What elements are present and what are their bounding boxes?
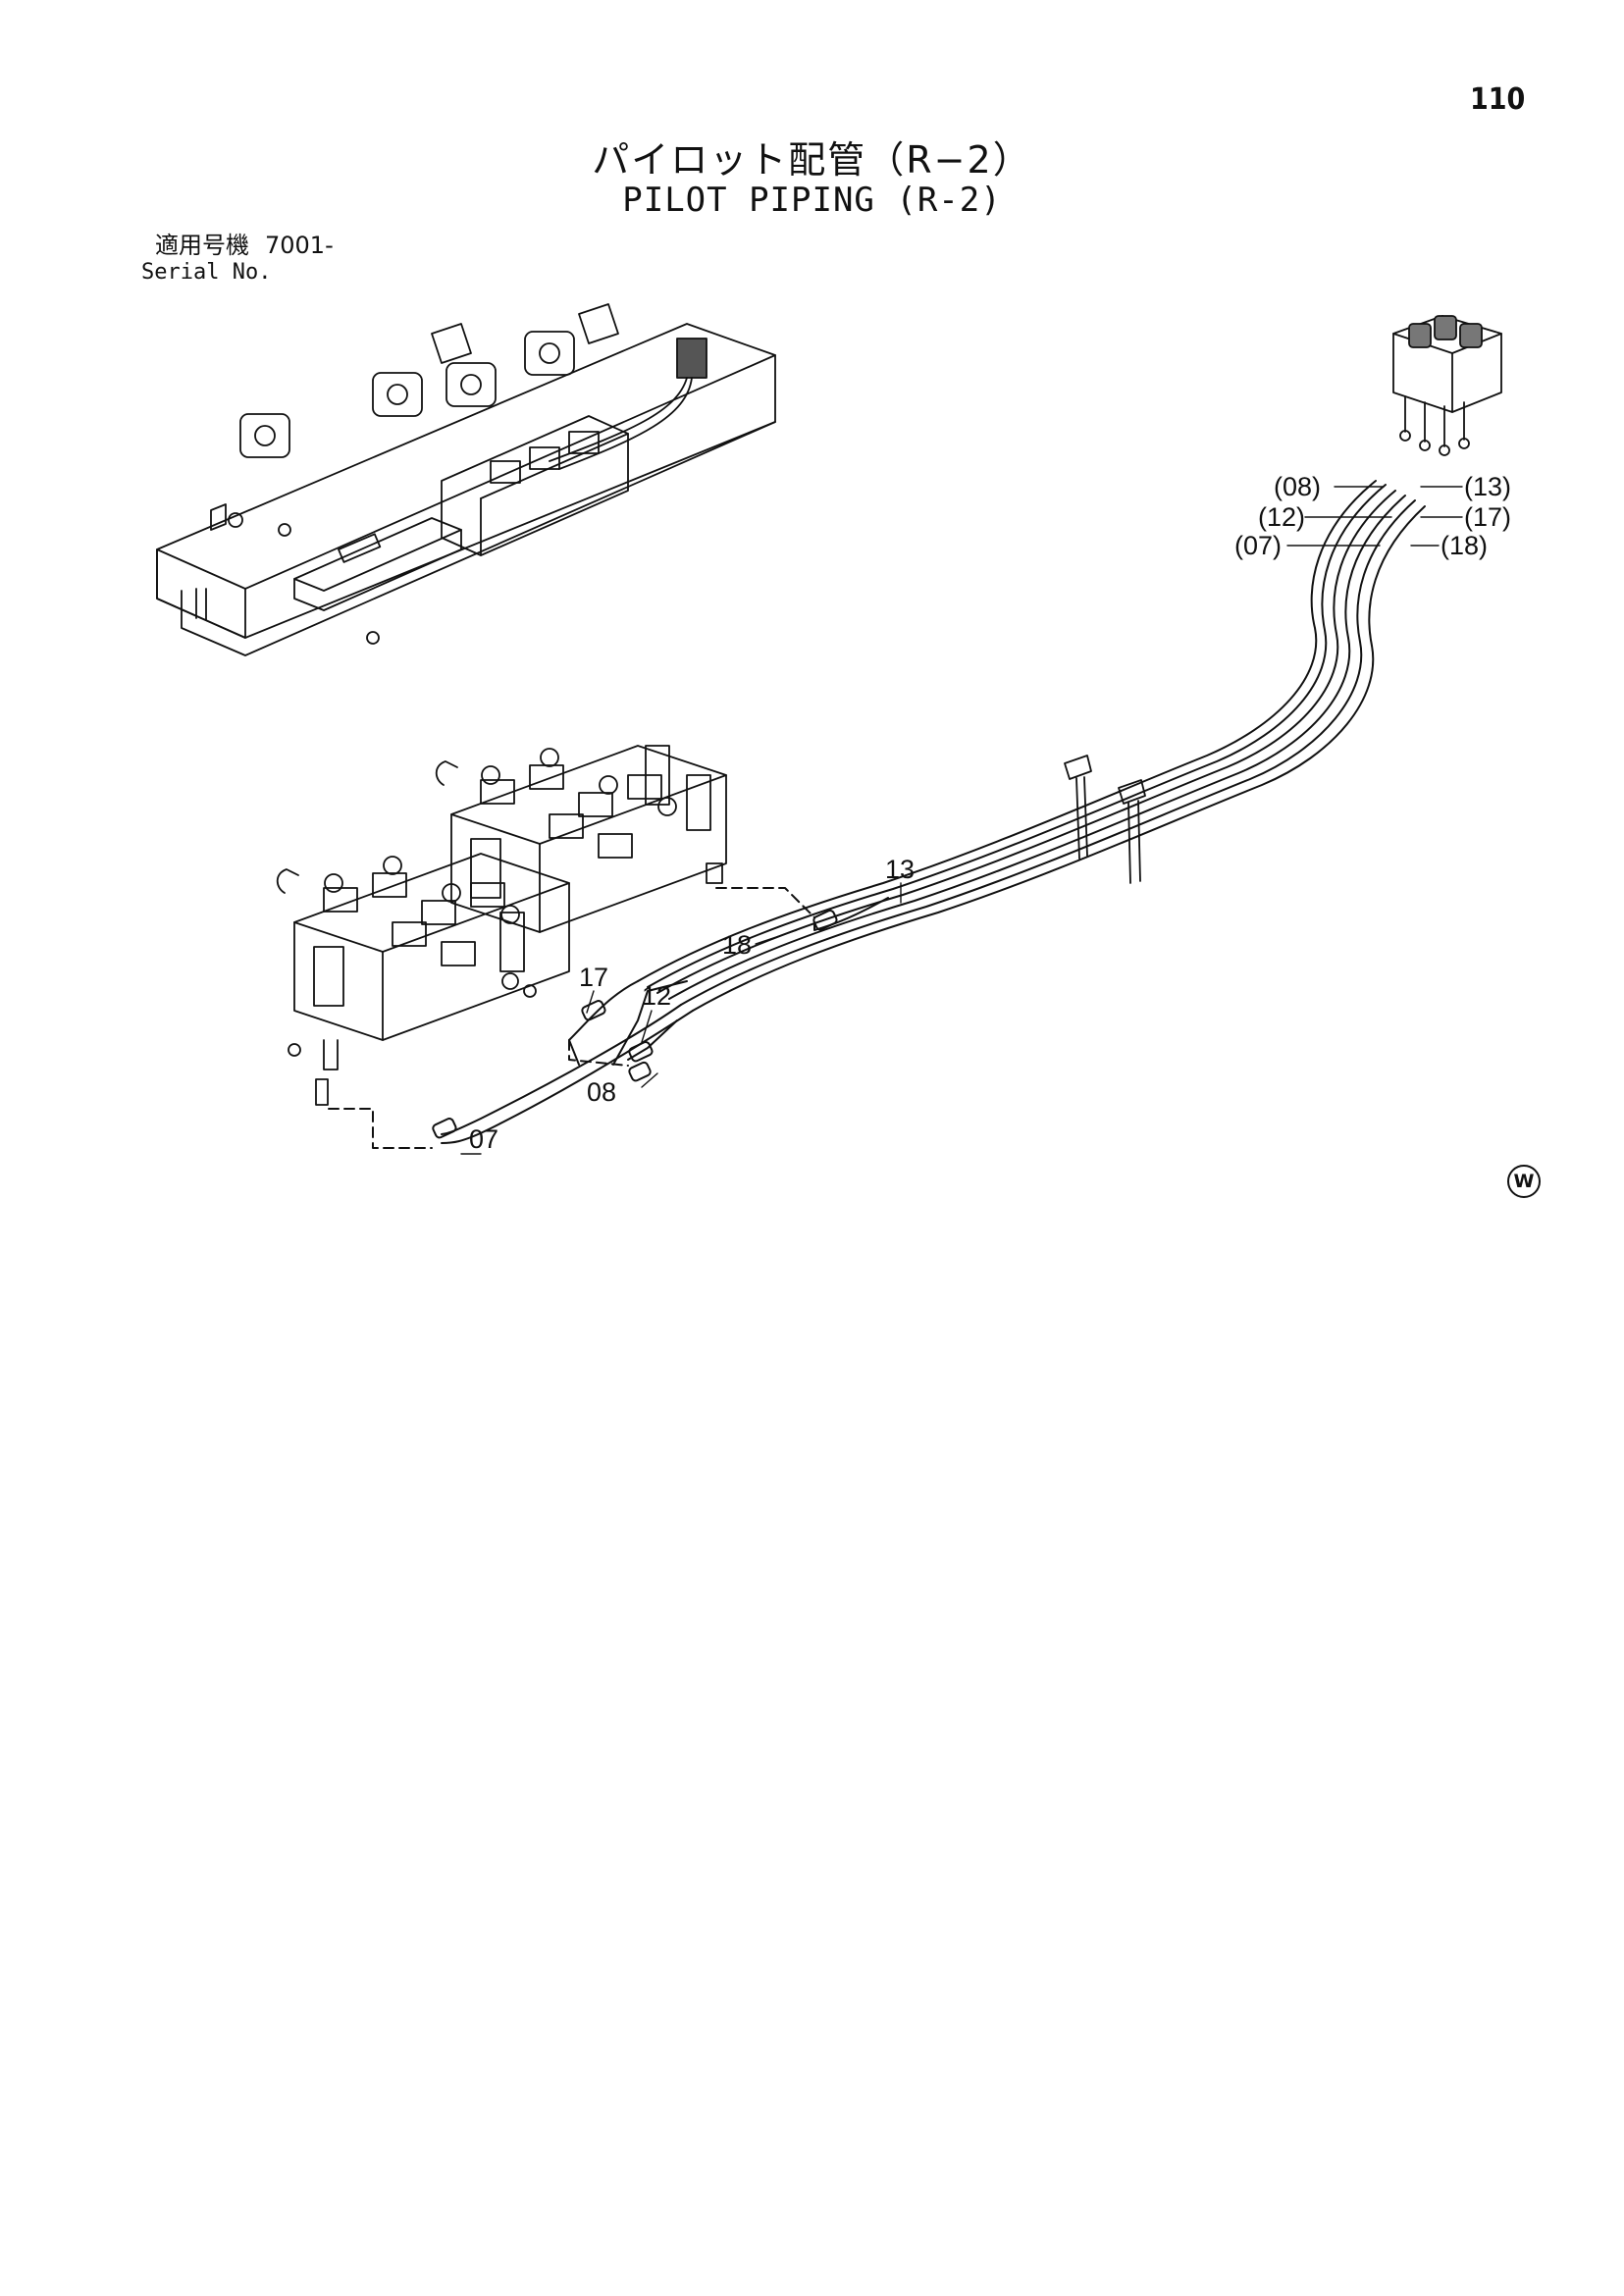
callout-07: 07 (469, 1124, 498, 1154)
callouts: (08) (12) (07) (13) (17) (18) 13 18 17 1… (469, 472, 1511, 1154)
frame-locator-view (156, 303, 776, 656)
callout-08: 08 (587, 1077, 616, 1107)
callout-13-paren: (13) (1464, 472, 1511, 501)
w-mark: W (1507, 1165, 1541, 1198)
callout-12: 12 (642, 981, 671, 1011)
control-valve-lower (276, 853, 570, 1106)
callout-07-paren: (07) (1234, 531, 1282, 560)
page-title-japanese: パイロット配管（R−2） (592, 138, 1032, 182)
callout-18: 18 (722, 930, 752, 960)
control-valve-upper (435, 745, 727, 933)
serial-label-english: Serial No. (141, 260, 272, 285)
callout-13: 13 (885, 855, 915, 884)
callout-17-paren: (17) (1464, 502, 1511, 532)
page-title-english: PILOT PIPING (R-2) (622, 181, 1002, 220)
page-number: 110 (1470, 82, 1526, 117)
pilot-valve (1392, 315, 1502, 456)
callout-18-paren: (18) (1441, 531, 1488, 560)
callout-17: 17 (579, 963, 608, 992)
hose-bundle (328, 480, 1426, 1149)
leader-lines (460, 486, 1463, 1155)
serial-label-japanese: 適用号機 (155, 232, 249, 259)
callout-08-paren: (08) (1274, 472, 1321, 501)
clamps (1064, 755, 1146, 884)
serial-block: 適用号機 7001- Serial No. (141, 232, 334, 287)
serial-value: 7001- (265, 232, 334, 259)
callout-12-paren: (12) (1258, 502, 1305, 532)
